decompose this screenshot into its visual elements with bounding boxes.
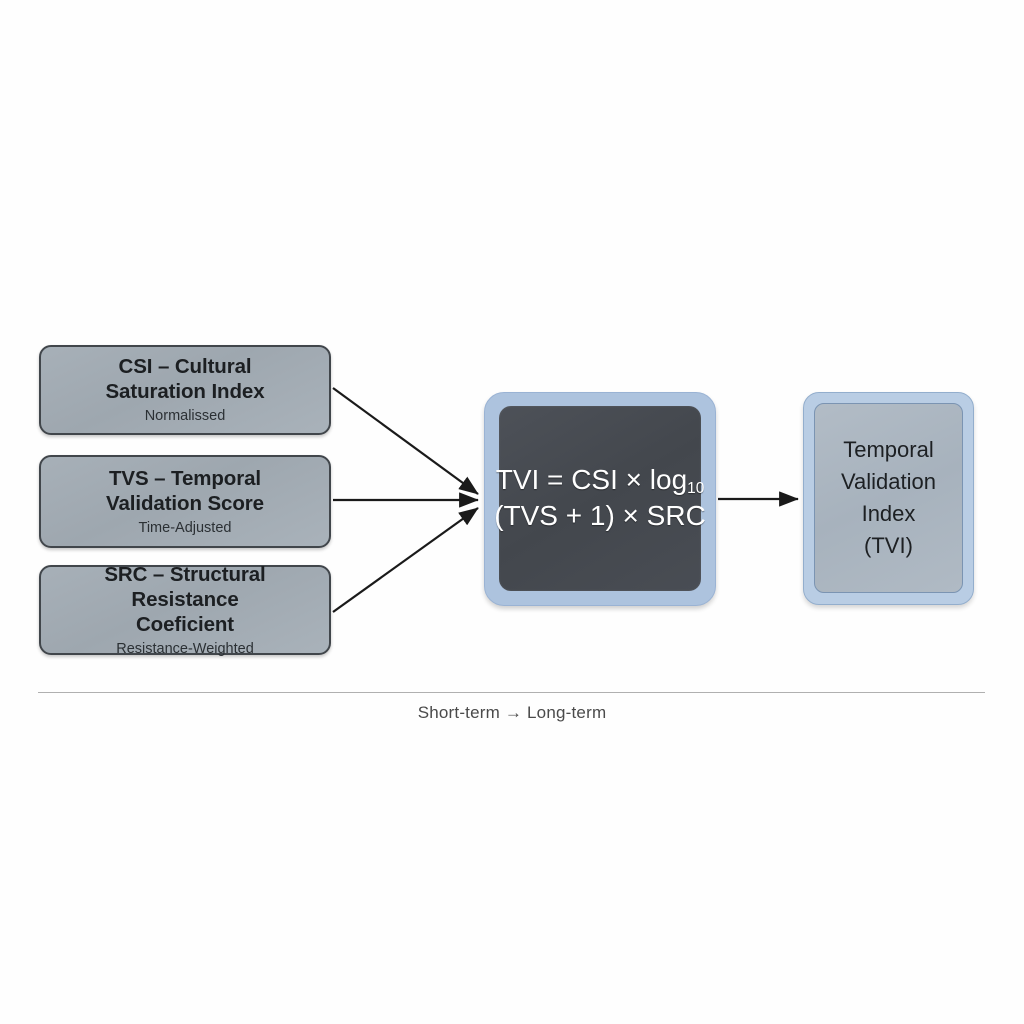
input-node-src-subtitle: Resistance-Weighted	[116, 640, 254, 657]
input-node-csi-subtitle: Normalissed	[144, 408, 226, 425]
input-node-tvs-subtitle: Time-Adjusted	[138, 519, 232, 536]
connector-csi-to-formula	[332, 387, 479, 495]
formula-node-text: TVI = CSI × log10 (TVS + 1) × SRC	[479, 462, 721, 536]
formula-node[interactable]: TVI = CSI × log10 (TVS + 1) × SRC	[484, 392, 716, 606]
footer-caption: Short-term → Long-term	[417, 703, 607, 722]
formula-line-1-subscript: 10	[687, 480, 705, 498]
footer-divider	[38, 692, 985, 693]
formula-line-2: (TVS + 1) × SRC	[494, 500, 706, 532]
connector-src-to-formula	[332, 507, 479, 613]
formula-line-1-prefix: TVI = CSI × log	[495, 463, 688, 495]
formula-node-inner: TVI = CSI × log10 (TVS + 1) × SRC	[494, 406, 706, 591]
